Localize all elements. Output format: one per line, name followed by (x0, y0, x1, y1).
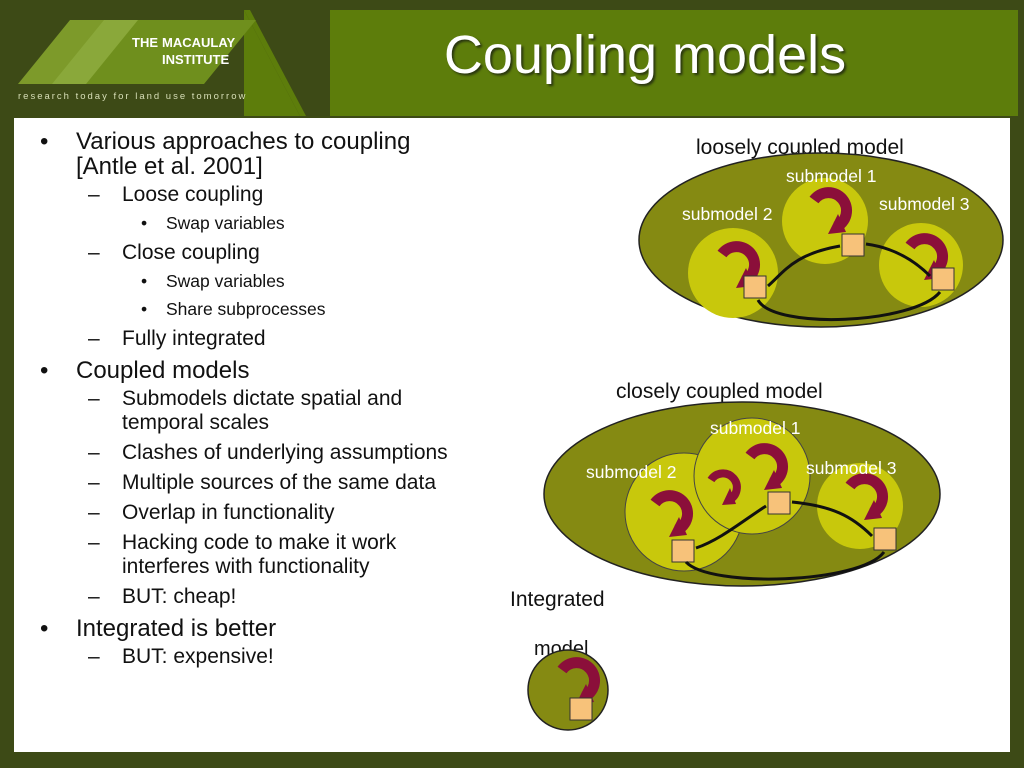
bullet-text-level2: Close coupling (122, 241, 260, 264)
slide-content: • Various approaches to coupling[Antle et… (14, 118, 1010, 752)
close-submodel2-cycle-icon (650, 490, 694, 537)
loose-diagram: submodel 1 submodel 2 submodel 3 (638, 152, 1004, 328)
bullet-marker: • (40, 128, 49, 155)
bullet-text-level2: interferes with functionality (122, 555, 370, 578)
loose-diagram-label: loosely coupled model (696, 136, 904, 159)
close-diagram-label: closely coupled model (616, 380, 823, 403)
bullet-text-level2: temporal scales (122, 411, 270, 434)
bullet-marker: – (88, 531, 100, 554)
title-band (244, 10, 1018, 116)
bullet-text-level2: Loose coupling (122, 183, 264, 206)
header: THE MACAULAY INSTITUTE research today fo… (0, 0, 1024, 116)
bullet-marker: • (40, 615, 49, 642)
macaulay-logo: THE MACAULAY INSTITUTE (18, 20, 256, 84)
loose-submodel2-data-box (743, 275, 767, 299)
close-submodel3-data-box (873, 527, 897, 551)
bullet-marker: • (141, 213, 148, 233)
title-band-slant (244, 10, 330, 116)
bullet-text-level3: Swap variables (166, 271, 285, 291)
bullet-marker: – (88, 387, 100, 410)
bullet-marker: • (141, 271, 148, 291)
bullet-text-level1: Integrated is better (76, 615, 277, 642)
bullet-marker: – (88, 471, 100, 494)
slide-title: Coupling models (443, 25, 847, 85)
integrated-label-line1: Integrated (510, 588, 605, 611)
logo-name-line1: MACAULAY (162, 35, 236, 50)
close-link-1-2 (695, 504, 767, 550)
loose-submodel1-label: submodel 1 (786, 166, 876, 186)
logo-tagline: research today for land use tomorrow (18, 91, 248, 102)
bullet-marker: – (88, 327, 100, 350)
bullet-text-level1: [Antle et al. 2001] (76, 153, 263, 180)
bullet-text-level2: Multiple sources of the same data (122, 471, 436, 494)
bullet-marker: – (88, 501, 100, 524)
bullet-marker: – (88, 441, 100, 464)
loose-submodel1-data-box (841, 233, 865, 257)
bullet-text-level1: Various approaches to coupling (76, 128, 411, 155)
bullet-marker: – (88, 241, 100, 264)
bullet-text-level3: Swap variables (166, 213, 285, 233)
close-submodel2-label: submodel 2 (586, 462, 676, 482)
integrated-data-box (569, 697, 593, 721)
close-submodel1-data-box (767, 491, 791, 515)
bullet-text-level2: BUT: expensive! (122, 645, 274, 668)
close-diagram: submodel 1 submodel 2 submodel 3 (543, 401, 941, 587)
loose-link-1-2 (767, 244, 841, 288)
loose-submodel2-label: submodel 2 (682, 204, 772, 224)
logo-name-line2: INSTITUTE (162, 52, 229, 67)
close-submodel1-label: submodel 1 (710, 418, 800, 438)
bullet-marker: – (88, 645, 100, 668)
close-link-2-3 (684, 551, 886, 581)
bullet-text-level1: Coupled models (76, 357, 250, 384)
bullet-text-level2: Submodels dictate spatial and (122, 387, 403, 410)
loose-submodel3-label: submodel 3 (879, 194, 969, 214)
bullet-marker: – (88, 585, 100, 608)
close-link-1-3 (791, 500, 874, 538)
integrated-diagram (527, 649, 609, 731)
bullet-text-level2: Fully integrated (122, 327, 266, 350)
loose-submodel3-data-box (931, 267, 955, 291)
close-shared-cycle-icon (707, 469, 741, 505)
close-submodel1-cycle-icon (745, 443, 789, 490)
bullet-text-level2: Hacking code to make it work (122, 531, 397, 554)
bullet-text-level2: Clashes of underlying assumptions (122, 441, 448, 464)
logo-the: THE (132, 35, 158, 50)
close-submodel3-label: submodel 3 (806, 458, 896, 478)
loose-submodel1-cycle-icon (809, 187, 853, 234)
bullet-text-level2: BUT: cheap! (122, 585, 237, 608)
bullet-marker: • (40, 357, 49, 384)
bullet-marker: – (88, 183, 100, 206)
close-submodel2-data-box (671, 539, 695, 563)
close-submodel3-cycle-icon (845, 473, 889, 520)
bullet-marker: • (141, 299, 148, 319)
bullet-text-level3: Share subprocesses (166, 299, 326, 319)
loose-link-1-3 (865, 242, 932, 278)
loose-link-2-3 (756, 290, 942, 321)
bullet-text-level2: Overlap in functionality (122, 501, 335, 524)
